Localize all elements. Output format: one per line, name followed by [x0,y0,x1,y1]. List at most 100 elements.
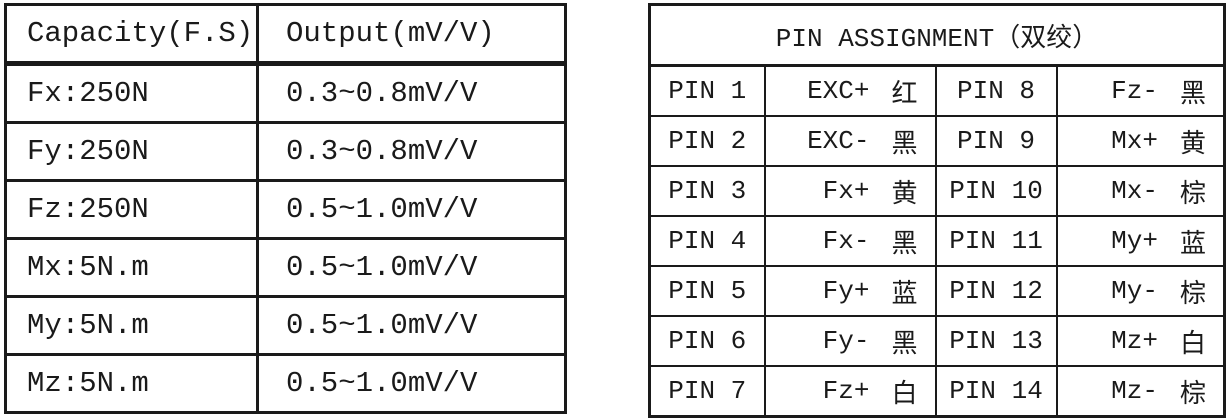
pin-assignment-table: PIN ASSIGNMENT（双绞） PIN 1 EXC+ 红 PIN 8 Fz… [648,3,1226,418]
signal-cell: EXC- 黑 [763,115,937,167]
output-cell: 0.5~1.0mV/V [256,237,567,298]
signal-name: Mz+ [1111,326,1158,356]
signal-wrap: Fy- 黑 [767,323,934,360]
wire-color-label: 红 [891,79,918,110]
signal-name: My- [1111,276,1158,306]
wire-color-label: 白 [1179,329,1206,360]
table-row: PIN 1 EXC+ 红 PIN 8 Fz- 黑 [648,64,1226,117]
signal-wrap: Fz+ 白 [767,373,934,410]
signal-name: EXC+ [807,76,870,106]
signal-name: Fx+ [822,176,870,206]
signal-cell: My- 棕 [1055,265,1226,317]
wire-color-label: 棕 [1179,379,1206,410]
pin-table-title: PIN ASSIGNMENT（双绞） [648,3,1226,67]
pin-number-cell: PIN 14 [934,365,1058,418]
signal-name: Fy- [822,326,870,356]
wire-color-label: 黑 [891,329,918,360]
wire-color-label: 棕 [1179,179,1206,210]
table-row: My:5N.m 0.5~1.0mV/V [4,295,567,356]
pin-number-cell: PIN 4 [648,215,766,267]
pin-number-cell: PIN 6 [648,315,766,367]
capacity-cell: Mz:5N.m [4,353,259,414]
wire-color-label: 黄 [891,179,918,210]
table-row: PIN 3 Fx+ 黄 PIN 10 Mx- 棕 [648,165,1226,217]
pin-number-cell: PIN 5 [648,265,766,317]
signal-wrap: Fz- 黑 [1059,73,1223,110]
signal-cell: Mx- 棕 [1055,165,1226,217]
signal-name: Fx- [822,226,870,256]
signal-cell: Fx- 黑 [763,215,937,267]
capacity-output-table: Capacity(F.S) Output(mV/V) Fx:250N 0.3~0… [4,3,567,414]
signal-name: Fy+ [822,276,870,306]
pin-number-cell: PIN 11 [934,215,1058,267]
signal-name: Fz- [1111,76,1158,106]
signal-wrap: Mx+ 黄 [1059,123,1223,160]
pin-number-cell: PIN 1 [648,64,766,117]
signal-wrap: Fy+ 蓝 [767,273,934,310]
table-row: PIN 7 Fz+ 白 PIN 14 Mz- 棕 [648,365,1226,418]
pin-number-cell: PIN 12 [934,265,1058,317]
capacity-cell: Mx:5N.m [4,237,259,298]
wire-color-label: 蓝 [1179,229,1206,260]
signal-wrap: Fx+ 黄 [767,173,934,210]
wire-color-label: 黄 [1179,129,1206,160]
output-header-cell: Output(mV/V) [256,3,567,66]
pin-table-title-row: PIN ASSIGNMENT（双绞） [648,3,1226,67]
signal-cell: EXC+ 红 [763,64,937,117]
pin-number-cell: PIN 9 [934,115,1058,167]
capacity-cell: My:5N.m [4,295,259,356]
pin-number-cell: PIN 8 [934,64,1058,117]
signal-cell: Fz- 黑 [1055,64,1226,117]
signal-name: Mx- [1111,176,1158,206]
output-cell: 0.5~1.0mV/V [256,295,567,356]
table-row: Fx:250N 0.3~0.8mV/V [4,62,567,124]
signal-cell: Fy+ 蓝 [763,265,937,317]
signal-cell: Mz+ 白 [1055,315,1226,367]
signal-wrap: Mz+ 白 [1059,323,1223,360]
signal-name: Fz+ [822,376,870,406]
capacity-cell: Fz:250N [4,179,259,240]
table-row: Fz:250N 0.5~1.0mV/V [4,179,567,240]
table-row: Fy:250N 0.3~0.8mV/V [4,121,567,182]
signal-wrap: Mx- 棕 [1059,173,1223,210]
signal-wrap: EXC- 黑 [767,123,934,160]
wire-color-label: 蓝 [891,279,918,310]
signal-cell: Fy- 黑 [763,315,937,367]
signal-wrap: My- 棕 [1059,273,1223,310]
pin-number-cell: PIN 13 [934,315,1058,367]
signal-cell: My+ 蓝 [1055,215,1226,267]
pin-number-cell: PIN 2 [648,115,766,167]
wire-color-label: 黑 [891,229,918,260]
signal-wrap: Fx- 黑 [767,223,934,260]
table-row: Mx:5N.m 0.5~1.0mV/V [4,237,567,298]
pin-number-cell: PIN 7 [648,365,766,418]
signal-name: Mx+ [1111,126,1158,156]
signal-cell: Fx+ 黄 [763,165,937,217]
table-row: PIN 5 Fy+ 蓝 PIN 12 My- 棕 [648,265,1226,317]
signal-name: My+ [1111,226,1158,256]
pin-number-cell: PIN 10 [934,165,1058,217]
signal-wrap: My+ 蓝 [1059,223,1223,260]
output-cell: 0.3~0.8mV/V [256,121,567,182]
output-cell: 0.5~1.0mV/V [256,179,567,240]
table-row: PIN 4 Fx- 黑 PIN 11 My+ 蓝 [648,215,1226,267]
signal-cell: Mx+ 黄 [1055,115,1226,167]
signal-cell: Fz+ 白 [763,365,937,418]
output-cell: 0.3~0.8mV/V [256,62,567,124]
signal-wrap: EXC+ 红 [767,73,934,110]
capacity-header-row: Capacity(F.S) Output(mV/V) [4,3,567,66]
signal-wrap: Mz- 棕 [1059,373,1223,410]
capacity-cell: Fx:250N [4,62,259,124]
capacity-header-cell: Capacity(F.S) [4,3,259,66]
signal-name: EXC- [807,126,870,156]
table-row: PIN 2 EXC- 黑 PIN 9 Mx+ 黄 [648,115,1226,167]
capacity-cell: Fy:250N [4,121,259,182]
signal-name: Mz- [1111,376,1158,406]
wire-color-label: 棕 [1179,279,1206,310]
wire-color-label: 黑 [1179,79,1206,110]
table-row: Mz:5N.m 0.5~1.0mV/V [4,353,567,414]
signal-cell: Mz- 棕 [1055,365,1226,418]
wire-color-label: 黑 [891,129,918,160]
wire-color-label: 白 [891,379,918,410]
pin-number-cell: PIN 3 [648,165,766,217]
